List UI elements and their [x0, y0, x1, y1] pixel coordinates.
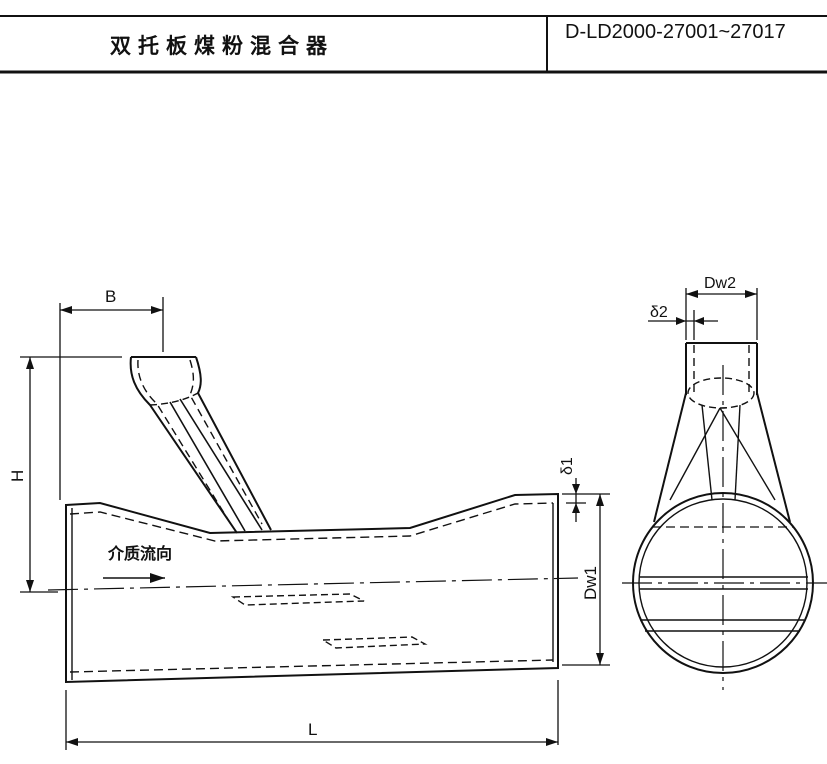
inlet-pipe-outer-left [129, 356, 238, 534]
label-delta2: δ2 [650, 304, 668, 321]
body-outline [65, 492, 559, 684]
title-block: 双托板煤粉混合器 D-LD2000-27001~27017 [0, 0, 827, 76]
label-flow-direction: 介质流向 [107, 544, 172, 563]
label-B: B [105, 287, 116, 306]
side-dimensions [648, 288, 758, 340]
label-Dw1: Dw1 [581, 566, 600, 600]
inlet-pipe-inner-left [137, 359, 233, 527]
body-inner-top [69, 502, 554, 542]
front-dimensions [20, 297, 610, 750]
side-view [622, 342, 827, 690]
plate-upper [230, 593, 365, 606]
title-block-lines [0, 15, 827, 74]
inlet-pipe-inner-right [189, 359, 263, 525]
front-view [47, 356, 579, 684]
drawing-title: 双托板煤粉混合器 [110, 34, 334, 58]
inlet-pipe-outer-right [195, 356, 272, 531]
plate-lower [320, 636, 428, 649]
drawing-code: D-LD2000-27001~27017 [565, 21, 786, 43]
label-H: H [8, 470, 27, 482]
label-L: L [308, 720, 317, 739]
label-Dw2: Dw2 [704, 275, 736, 292]
label-delta1: δ1 [559, 457, 576, 475]
body-inner-bottom [69, 659, 554, 673]
